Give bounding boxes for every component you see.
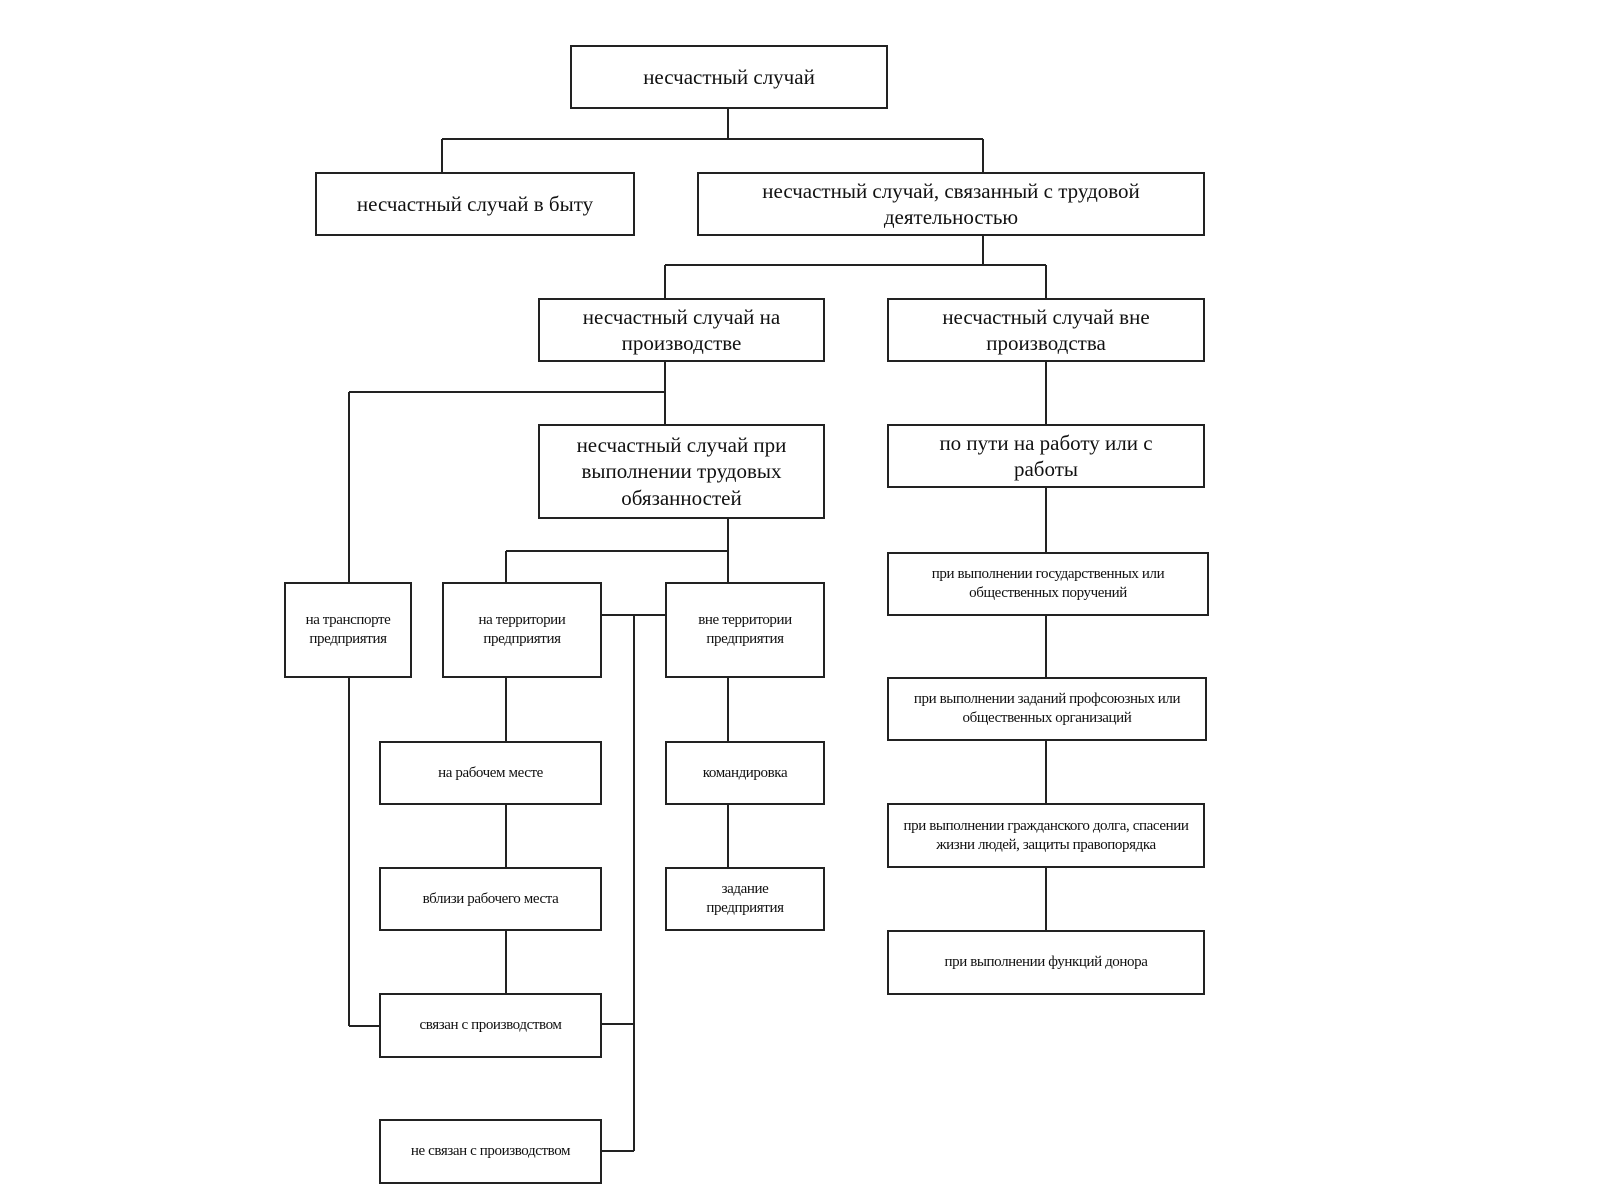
node-union-org-tasks: при выполнении заданий профсоюзных или о… [887, 677, 1207, 741]
node-accident-root: несчастный случай [570, 45, 888, 109]
node-accident-at-production: несчастный случай на производстве [538, 298, 825, 362]
node-business-trip: командировка [665, 741, 825, 805]
node-work-related-accident: несчастный случай, связанный с трудовой … [697, 172, 1205, 236]
node-not-production-related: не связан с производством [379, 1119, 602, 1184]
node-civic-duty: при выполнении гражданского долга, спасе… [887, 803, 1205, 868]
node-company-transport: на транспорте предприятия [284, 582, 412, 678]
node-outside-company-territory: вне территории предприятия [665, 582, 825, 678]
node-near-workplace: вблизи рабочего места [379, 867, 602, 931]
node-commute: по пути на работу или с работы [887, 424, 1205, 488]
node-accident-outside-production: несчастный случай вне производства [887, 298, 1205, 362]
node-company-territory: на территории предприятия [442, 582, 602, 678]
node-state-public-tasks: при выполнении государственных или общес… [887, 552, 1209, 616]
node-home-accident: несчастный случай в быту [315, 172, 635, 236]
node-production-related: связан с производством [379, 993, 602, 1058]
node-at-workplace: на рабочем месте [379, 741, 602, 805]
node-company-task: задание предприятия [665, 867, 825, 931]
node-donor-functions: при выполнении функций донора [887, 930, 1205, 995]
node-accident-during-duties: несчастный случай при выполнении трудовы… [538, 424, 825, 519]
